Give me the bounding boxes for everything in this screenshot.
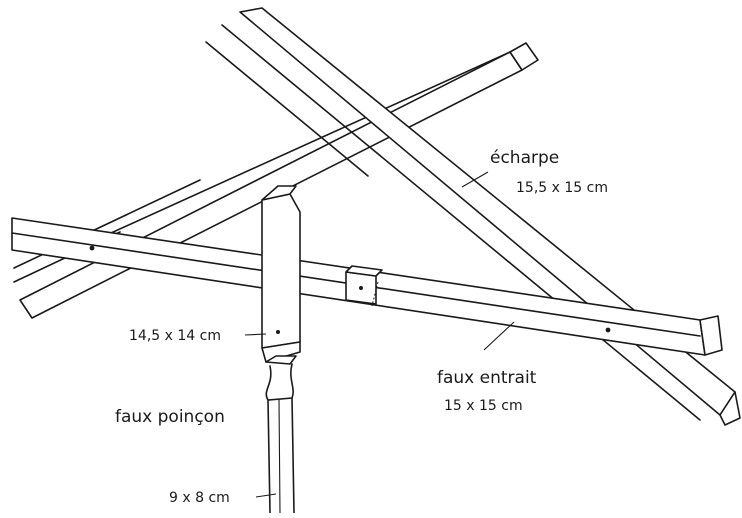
faux-poincon-post: [261, 185, 301, 514]
echarpe-label: écharpe: [490, 148, 559, 168]
echarpe-size-label: 15,5 x 15 cm: [516, 180, 608, 196]
faux-poincon-label: faux poinçon: [115, 407, 225, 427]
poincon-head-size-label: 14,5 x 14 cm: [129, 328, 221, 344]
echarpe-leader: [461, 171, 489, 188]
pin-dot-left: [89, 245, 95, 251]
faux-entrait-leader: [483, 321, 515, 351]
faux-entrait-size-label: 15 x 15 cm: [444, 398, 523, 414]
pin-dot-right: [605, 327, 611, 333]
poincon-shaft-leader: [255, 493, 277, 498]
poincon-shaft-size-label: 9 x 8 cm: [169, 490, 230, 506]
joint-block: [345, 265, 383, 307]
faux-entrait-label: faux entrait: [437, 368, 537, 388]
poincon-head-leader: [244, 333, 267, 336]
